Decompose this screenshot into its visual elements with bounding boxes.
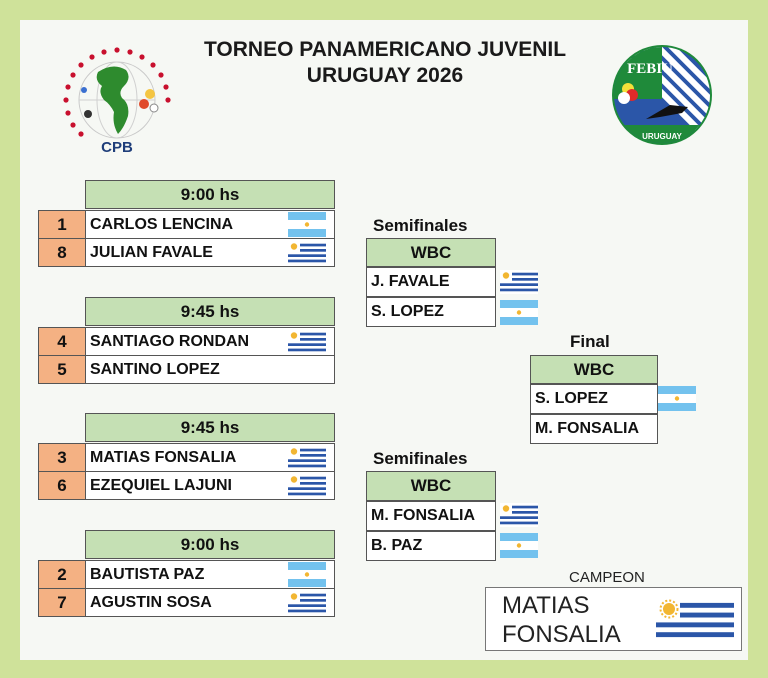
argentina-flag-icon [500, 300, 538, 325]
match-time-3: 9:45 hs [85, 413, 335, 442]
uruguay-flag-icon [500, 270, 538, 294]
seed-4: 4 [38, 327, 86, 356]
match-time-1: 9:00 hs [85, 180, 335, 209]
seed-7: 7 [38, 588, 86, 617]
seed-2: 2 [38, 560, 86, 589]
argentina-flag-icon [288, 562, 326, 587]
match-time-2: 9:45 hs [85, 297, 335, 326]
seed-1: 1 [38, 210, 86, 239]
uruguay-flag-icon [288, 330, 326, 354]
cpb-logo-text: CPB [101, 139, 133, 156]
final-table: WBC [530, 355, 658, 384]
player-name: J. FAVALE [366, 267, 496, 297]
uruguay-flag-icon [656, 598, 734, 642]
uruguay-flag-icon [288, 474, 326, 498]
final-label: Final [570, 332, 610, 351]
player-name: M. FONSALIA [530, 414, 658, 444]
seed-3: 3 [38, 443, 86, 472]
febiu-logo-text: FEBIU [627, 61, 673, 77]
uruguay-flag-icon [288, 591, 326, 615]
page-title-line1: TORNEO PANAMERICANO JUVENIL [203, 38, 567, 61]
player-name: S. LOPEZ [530, 384, 658, 414]
match-time-4: 9:00 hs [85, 530, 335, 559]
player-name: M. FONSALIA [366, 501, 496, 531]
player-name: S. LOPEZ [366, 297, 496, 327]
argentina-flag-icon [288, 212, 326, 237]
champion-name-line1: MATIAS [502, 592, 590, 619]
semifinal-table-2: WBC [366, 471, 496, 501]
page-title-line2: URUGUAY 2026 [306, 64, 464, 87]
semifinal-table-1: WBC [366, 238, 496, 267]
semifinal-label-2: Semifinales [373, 449, 468, 468]
uruguay-flag-icon [288, 241, 326, 265]
cpb-logo: CPB [63, 47, 171, 156]
argentina-flag-icon [658, 386, 696, 411]
seed-8: 8 [38, 238, 86, 267]
champion-name-line2: FONSALIA [502, 621, 621, 648]
player-name: B. PAZ [366, 531, 496, 561]
champion-label: CAMPEON [569, 569, 645, 586]
uruguay-flag-icon [288, 446, 326, 470]
seed-5: 5 [38, 355, 86, 384]
player-name: SANTINO LOPEZ [85, 355, 335, 384]
seed-6: 6 [38, 471, 86, 500]
argentina-flag-icon [500, 533, 538, 558]
febiu-logo-subtext: URUGUAY [642, 132, 682, 141]
febiu-logo: FEBIU URUGUAY [612, 45, 712, 145]
semifinal-label-1: Semifinales [373, 216, 468, 235]
uruguay-flag-icon [500, 503, 538, 527]
